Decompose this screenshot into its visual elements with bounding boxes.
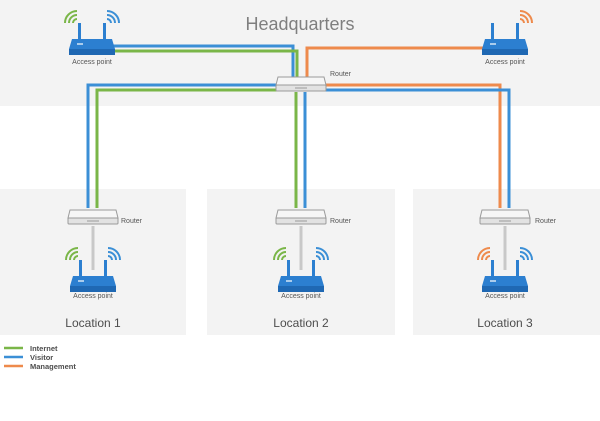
router-icon (67, 209, 119, 225)
location-1-name: Location 1 (65, 316, 121, 330)
legend-label-visitor: Visitor (30, 353, 53, 362)
location-3-ap-label: Access point (485, 293, 525, 300)
legend: Internet Visitor Management (4, 344, 76, 371)
location-1-router (67, 209, 119, 225)
location-3-router-label: Router (535, 218, 557, 225)
router-icon (275, 209, 327, 225)
hq-router-label: Router (330, 71, 352, 78)
link-hq-ap-left-visitor (108, 44, 295, 80)
location-2-router (275, 209, 327, 225)
link-loc3-management (325, 83, 502, 208)
connection-lines (86, 44, 511, 208)
legend-label-management: Management (30, 362, 76, 371)
location-3-name: Location 3 (477, 316, 533, 330)
location-2-router-label: Router (330, 218, 352, 225)
hq-ap-left-label: Access point (72, 59, 112, 66)
link-hq-ap-left-internet (108, 49, 299, 80)
headquarters-title: Headquarters (245, 14, 354, 34)
link-loc1-internet (95, 88, 281, 208)
link-loc1-visitor (86, 83, 281, 208)
link-loc3-visitor (325, 88, 511, 208)
location-3-router (479, 209, 531, 225)
hq-router (275, 76, 327, 92)
hq-ap-right-label: Access point (485, 59, 525, 66)
router-icon (479, 209, 531, 225)
location-2-ap-label: Access point (281, 293, 321, 300)
location-1-router-label: Router (121, 218, 143, 225)
local-links (91, 226, 507, 270)
legend-label-internet: Internet (30, 344, 58, 353)
location-2-name: Location 2 (273, 316, 329, 330)
router-icon (275, 76, 327, 92)
link-hq-ap-right-management (305, 46, 484, 80)
location-1-ap-label: Access point (73, 293, 113, 300)
